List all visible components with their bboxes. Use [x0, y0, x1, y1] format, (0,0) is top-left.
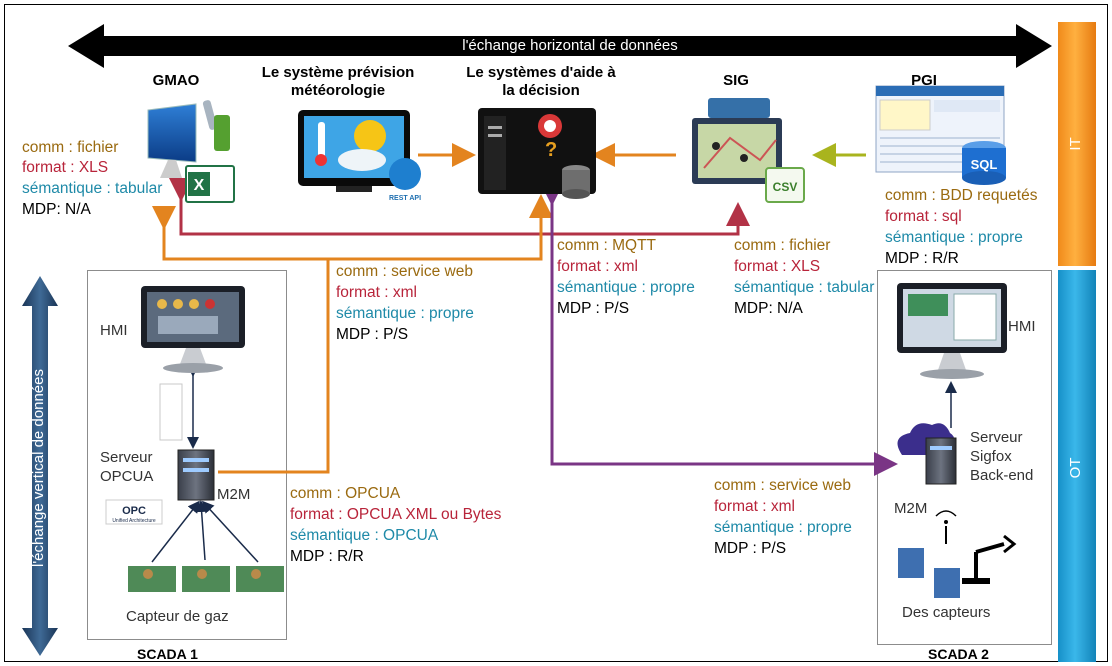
- ws1-comm: comm : service web: [336, 263, 473, 280]
- gmao-semantic: sémantique : tabular: [22, 180, 163, 197]
- sig-semantic: sémantique : tabular: [734, 279, 875, 296]
- opcua-comm: comm : OPCUA: [290, 485, 401, 502]
- scada1-server-label: Serveur OPCUA: [100, 449, 154, 485]
- sig-title: SIG: [723, 72, 749, 89]
- opcua-format: format : OPCUA XML ou Bytes: [290, 506, 502, 523]
- scada2-hmi-label: HMI: [1008, 318, 1036, 335]
- scada2-sensors-label: Des capteurs: [902, 604, 991, 621]
- pgi-format: format : sql: [885, 208, 962, 225]
- diagram-frame: [4, 4, 1108, 662]
- scada1-hmi-icon: [141, 286, 245, 373]
- pgi-mdp: MDP : R/R: [885, 250, 959, 267]
- mqtt-comm: comm : MQTT: [557, 237, 657, 254]
- sigfox-server-icon: [897, 423, 957, 485]
- link-sensor2: [195, 500, 208, 561]
- excel-icon-letter: X: [194, 177, 205, 194]
- gas-sensor-1-icon: [128, 566, 176, 592]
- horizontal-exchange-label: l'échange horizontal de données: [462, 37, 678, 54]
- sig-mdp: MDP: N/A: [734, 300, 803, 317]
- sig-comm: comm : fichier: [734, 237, 831, 254]
- it-bar: [1058, 22, 1096, 266]
- ws2-format: format : xml: [714, 498, 795, 515]
- opcua-semantic: sémantique : OPCUA: [290, 527, 439, 544]
- sigfox-sensor-1-icon: [898, 548, 924, 578]
- mqtt-mdp: MDP : P/S: [557, 300, 630, 317]
- ws1-semantic: sémantique : propre: [336, 305, 474, 322]
- gas-sensor-2-icon: [182, 566, 230, 592]
- vertical-exchange-label: l'échange vertical de données: [30, 369, 47, 568]
- opcua-mdp: MDP : R/R: [290, 548, 364, 565]
- pgi-semantic: sémantique : propre: [885, 229, 1023, 246]
- gmao-title: GMAO: [152, 72, 200, 89]
- antenna-icon: [935, 510, 957, 544]
- scada1-hmi-label: HMI: [100, 322, 128, 339]
- mqtt-format: format : xml: [557, 258, 638, 275]
- gmao-computer-icon: [147, 100, 235, 203]
- gas-sensor-3-icon: [236, 566, 284, 592]
- pgi-title: PGI: [911, 72, 937, 89]
- scada2-title: SCADA 2: [928, 646, 989, 662]
- decision-support-icon: ?: [478, 108, 596, 199]
- sig-format: format : XLS: [734, 258, 821, 275]
- opc-logo-icon: [159, 383, 183, 441]
- scada1-sensors-label: Capteur de gaz: [126, 608, 229, 625]
- meteo-title: Le système prévision météorologie: [261, 64, 415, 99]
- sig-map-icon: [692, 98, 805, 203]
- scada2-hmi-icon: [897, 283, 1007, 379]
- sigfox-sensor-2-icon: [934, 568, 960, 598]
- scada2-m2m-label: M2M: [894, 500, 928, 517]
- opc-ua-logo-text: OPC: [122, 505, 146, 517]
- robot-arm-icon: [962, 534, 1017, 584]
- rest-api-icon-label: REST API: [389, 195, 421, 202]
- ws2-comm: comm : service web: [714, 477, 851, 494]
- ws1-format: format : xml: [336, 284, 417, 301]
- ws2-mdp: MDP : P/S: [714, 540, 787, 557]
- meteo-monitor-icon: [298, 110, 421, 192]
- horizontal-double-arrow: [68, 24, 1052, 68]
- link-sensor1: [151, 500, 200, 563]
- scada1-title: SCADA 1: [137, 646, 198, 662]
- opc-ua-logo-subtext: Unified Architecture: [112, 518, 156, 524]
- ws1-mdp: MDP : P/S: [336, 326, 409, 343]
- sql-icon-label: SQL: [971, 157, 998, 172]
- pgi-comm: comm : BDD requetés: [885, 187, 1038, 204]
- pgi-app-icon: [875, 85, 1006, 185]
- svg-text:?: ?: [545, 139, 557, 161]
- gmao-comm: comm : fichier: [22, 139, 119, 156]
- opc-ua-logo-icon: [105, 499, 163, 525]
- opcua-server-icon: [177, 449, 215, 501]
- arrow-aide-sigfox: [540, 182, 898, 476]
- arrow-gmao-sig: [169, 178, 750, 236]
- ws2-semantic: sémantique : propre: [714, 519, 852, 536]
- scada2-server-label: Serveur Sigfox Back-end: [970, 429, 1034, 484]
- link-sensor3: [201, 500, 259, 563]
- ot-bar: [1058, 270, 1096, 662]
- aide-title: Le systèmes d'aide à la décision: [466, 64, 616, 99]
- arrow-opcua-to-web: [218, 259, 330, 474]
- gmao-mdp: MDP: N/A: [22, 201, 91, 218]
- mqtt-semantic: sémantique : propre: [557, 279, 695, 296]
- arrow-aide-gmao: [152, 194, 553, 261]
- scada1-m2m-label: M2M: [217, 486, 251, 503]
- gmao-format: format : XLS: [22, 159, 109, 176]
- csv-icon-label: CSV: [773, 180, 798, 194]
- vertical-double-arrow: [22, 276, 58, 656]
